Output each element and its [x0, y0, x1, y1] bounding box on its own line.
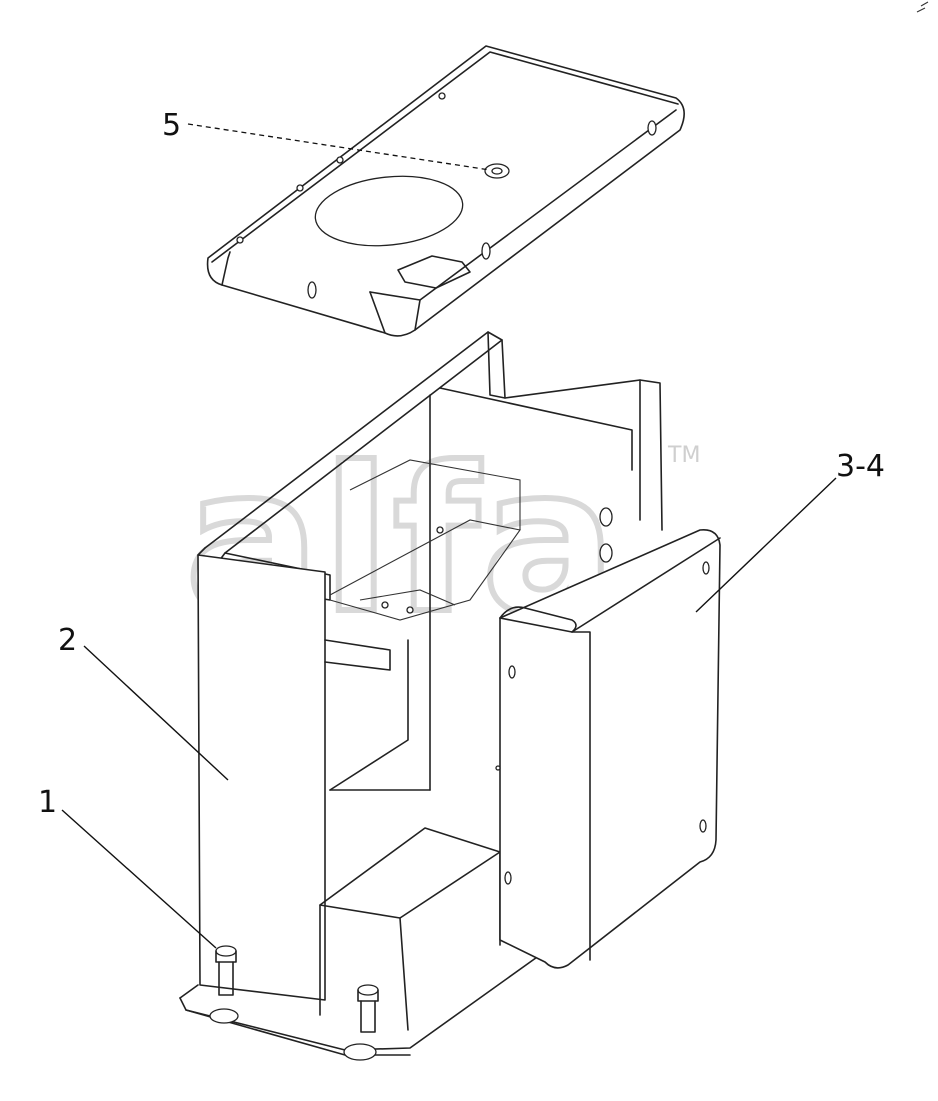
callout-label-1: 1: [38, 785, 57, 820]
callout-label-5: 5: [162, 108, 181, 143]
leader-line-3-4: [695, 477, 837, 613]
side-cover-part: [495, 528, 721, 969]
watermark-trademark: TM: [667, 443, 700, 468]
corner-mark: [916, 1, 929, 13]
bolt-left: [215, 945, 237, 996]
callout-1: 1: [38, 785, 217, 949]
callout-label-3-4: 3-4: [836, 449, 885, 484]
leader-line-5: [187, 123, 491, 171]
callout-5: 5: [162, 108, 491, 171]
bolt-right: [357, 984, 379, 1033]
leader-line-1: [61, 809, 217, 949]
top-cover-part: [206, 45, 685, 337]
callout-2: 2: [58, 623, 229, 781]
leader-line-2: [83, 645, 229, 781]
frame-box-part: [179, 331, 663, 1061]
callout-label-2: 2: [58, 623, 77, 658]
callout-3-4: 3-4: [695, 449, 885, 613]
